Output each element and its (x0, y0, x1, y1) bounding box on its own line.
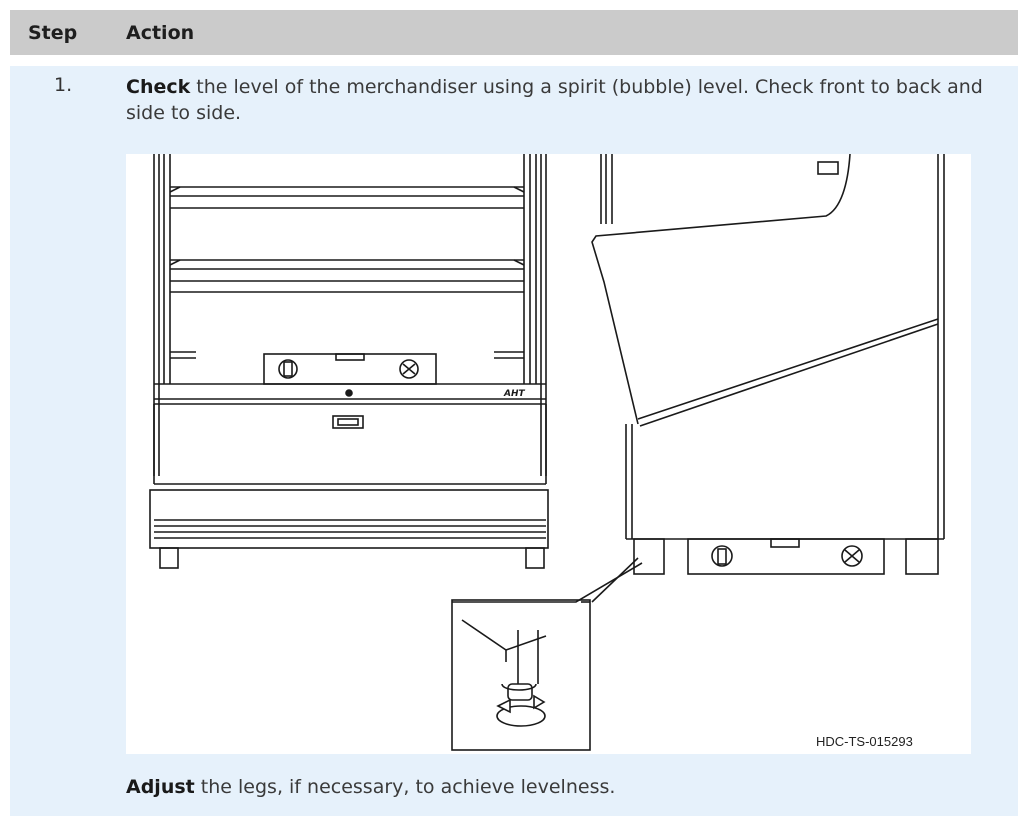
instruction-rest: the level of the merchandiser using a sp… (126, 76, 983, 124)
merchandiser-diagram: AHT (149, 154, 945, 751)
front-view: AHT (149, 154, 549, 569)
followup-rest: the legs, if necessary, to achieve level… (194, 776, 616, 798)
brand-logo: AHT (503, 389, 525, 399)
figure-code: HDC-TS-015293 (816, 734, 913, 749)
table-row: 1. Check the level of the merchandiser u… (10, 66, 1018, 816)
leg-adjust-detail (451, 599, 591, 751)
followup-verb: Adjust (126, 776, 195, 798)
instruction-verb: Check (126, 76, 191, 98)
level-check-illustration: AHT (126, 154, 971, 754)
procedure-table: Step Action 1. Check the level of the me… (10, 10, 1018, 816)
spirit-level-side (687, 538, 885, 575)
instruction-text: Check the level of the merchandiser usin… (126, 74, 996, 126)
header-action: Action (126, 21, 195, 44)
table-header: Step Action (10, 10, 1018, 55)
side-view (591, 154, 945, 575)
step-number: 1. (54, 74, 73, 96)
header-step: Step (28, 21, 78, 44)
followup-text: Adjust the legs, if necessary, to achiev… (126, 774, 996, 800)
spirit-level-front (263, 353, 437, 385)
